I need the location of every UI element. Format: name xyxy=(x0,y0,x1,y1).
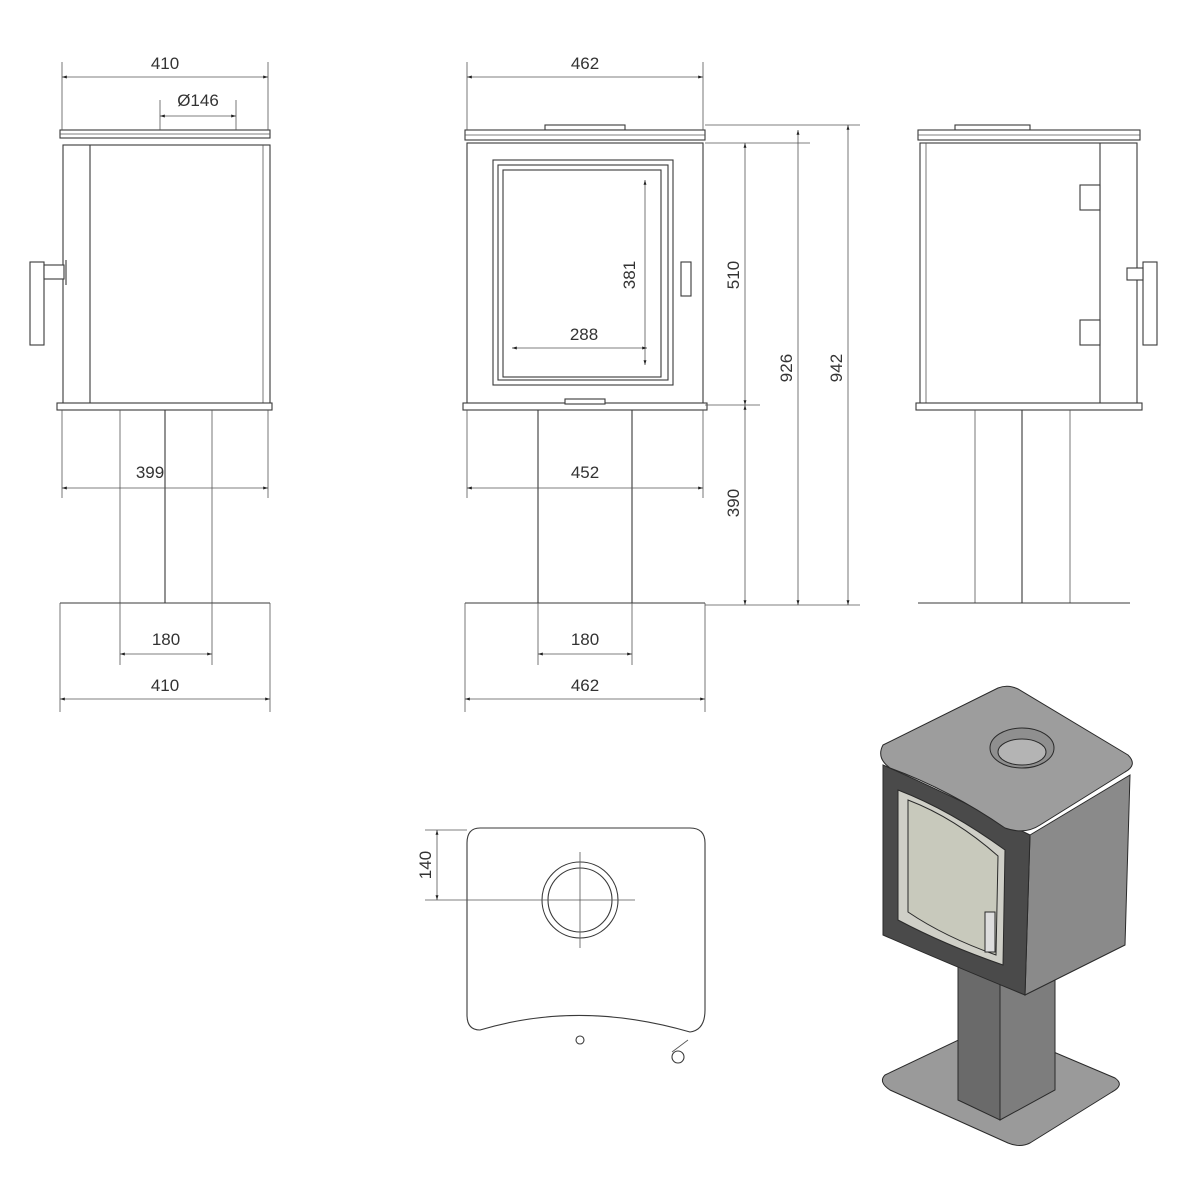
dimension-label: 288 xyxy=(570,325,598,344)
top-view: 140 xyxy=(416,827,706,1064)
dimension-label: 381 xyxy=(620,261,639,289)
dimension-label: 399 xyxy=(136,463,164,482)
dimension-label: 410 xyxy=(151,676,179,695)
dimension-label: 926 xyxy=(777,354,796,382)
dimension-label: 942 xyxy=(827,354,846,382)
hinge-icon xyxy=(1079,319,1101,346)
dimension-label: 452 xyxy=(571,463,599,482)
door-handle-icon xyxy=(984,911,996,953)
left-side-view: 410 Ø146 399 180 410 xyxy=(29,54,273,712)
dimension-label: 180 xyxy=(152,630,180,649)
dimension-label: 180 xyxy=(571,630,599,649)
dimension-label: 510 xyxy=(724,261,743,289)
dimension-label: 410 xyxy=(151,54,179,73)
door-handle-icon xyxy=(1126,261,1158,346)
dimension-label: Ø146 xyxy=(177,91,219,110)
front-view: 462 381 288 510 390 926 942 452 180 462 xyxy=(462,54,860,712)
stove-3d-render xyxy=(880,685,1133,1146)
door-handle-icon xyxy=(29,260,67,346)
hinge-icon xyxy=(1079,184,1101,211)
dimension-label: 140 xyxy=(416,851,435,879)
dimension-label: 390 xyxy=(724,489,743,517)
right-side-view xyxy=(915,124,1158,604)
dimension-label: 462 xyxy=(571,676,599,695)
door-handle-icon xyxy=(680,261,692,297)
dimension-label: 462 xyxy=(571,54,599,73)
